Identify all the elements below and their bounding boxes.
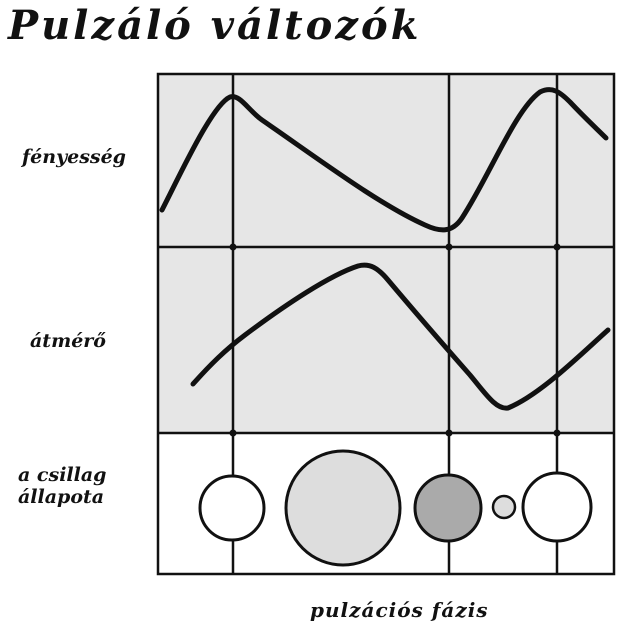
contracting-star xyxy=(413,473,483,543)
phase-axis-label: pulzációs fázis xyxy=(310,598,489,622)
star-state-label-line2: állapota xyxy=(18,486,105,508)
compressed-star xyxy=(491,494,517,520)
star-state-label-line1: a csillag xyxy=(18,464,107,486)
normal-star-1 xyxy=(198,474,266,542)
grid-node xyxy=(445,243,453,251)
grid-node xyxy=(229,243,237,251)
brightness-label: fényesség xyxy=(22,146,126,168)
normal-star-2 xyxy=(521,471,593,543)
star-state-label: a csillag állapota xyxy=(18,464,148,508)
diagram-title: Pulzáló változók xyxy=(8,2,422,49)
grid-node xyxy=(553,429,561,437)
grid-node xyxy=(553,243,561,251)
brightness-curve xyxy=(159,87,609,233)
grid-node xyxy=(229,429,237,437)
diameter-curve xyxy=(190,262,611,411)
expanded-star xyxy=(284,449,402,567)
diagram-frame xyxy=(156,72,616,576)
diameter-label: átmérő xyxy=(30,330,106,352)
grid-node xyxy=(445,429,453,437)
